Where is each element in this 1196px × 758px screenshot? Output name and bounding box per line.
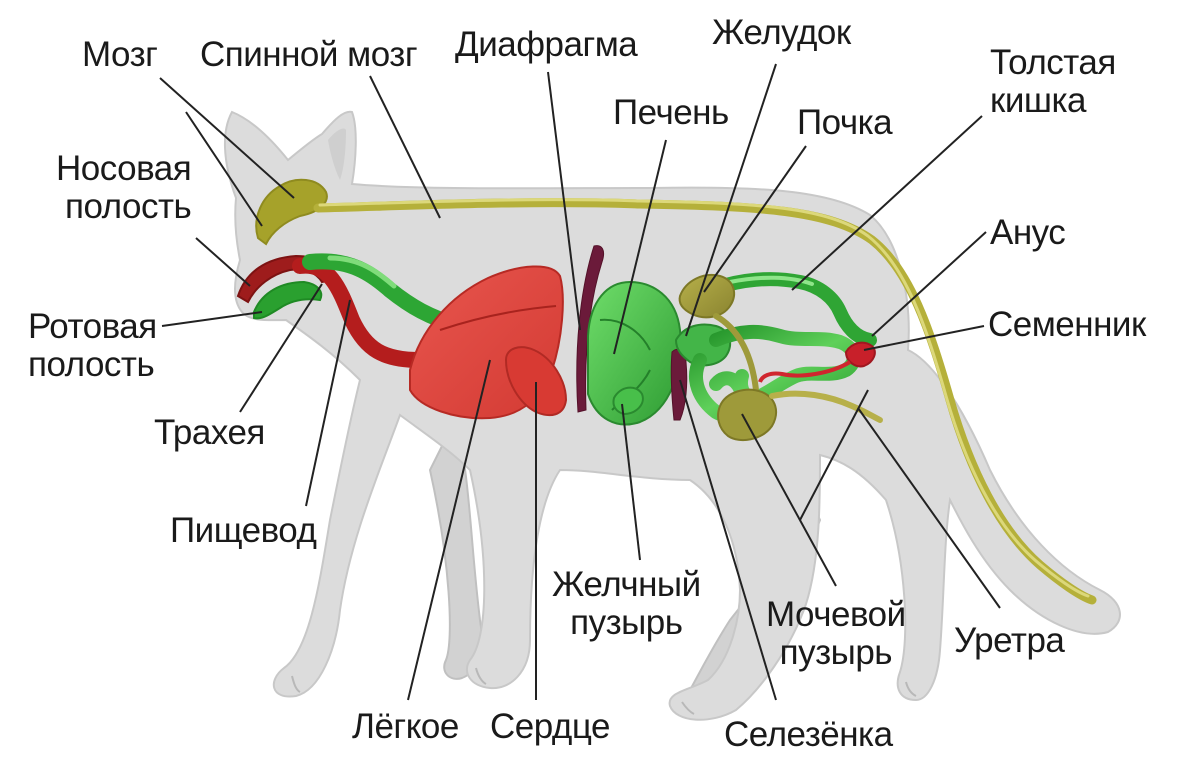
label-large-intestine-line2: кишка bbox=[990, 82, 1116, 120]
label-anus: Анус bbox=[990, 214, 1065, 252]
label-trachea: Трахея bbox=[154, 414, 265, 452]
label-gallbladder: Желчный пузырь bbox=[552, 566, 701, 642]
label-diaphragm: Диафрагма bbox=[455, 26, 637, 64]
label-esophagus: Пищевод bbox=[170, 512, 316, 550]
label-nasal-cavity-line2: полость bbox=[56, 188, 191, 226]
label-bladder: Мочевой пузырь bbox=[766, 596, 906, 672]
leader-oral-cavity bbox=[162, 312, 262, 326]
label-testis: Семенник bbox=[988, 306, 1146, 344]
label-gallbladder-line2: пузырь bbox=[552, 604, 701, 642]
label-bladder-line1: Мочевой bbox=[766, 596, 906, 634]
label-liver: Печень bbox=[613, 94, 729, 132]
label-oral-cavity: Ротовая полость bbox=[28, 308, 157, 384]
label-kidney: Почка bbox=[797, 104, 892, 142]
label-urethra: Уретра bbox=[954, 622, 1064, 660]
label-nasal-cavity: Носовая полость bbox=[56, 150, 191, 226]
label-spleen: Селезёнка bbox=[724, 716, 893, 754]
label-heart: Сердце bbox=[490, 708, 610, 746]
label-brain: Мозг bbox=[82, 36, 157, 74]
label-spinal-cord: Спинной мозг bbox=[200, 36, 417, 74]
label-large-intestine-line1: Толстая bbox=[990, 44, 1116, 82]
label-oral-cavity-line2: полость bbox=[28, 346, 157, 384]
label-stomach: Желудок bbox=[712, 14, 851, 52]
label-bladder-line2: пузырь bbox=[766, 634, 906, 672]
label-gallbladder-line1: Желчный bbox=[552, 566, 701, 604]
label-large-intestine: Толстая кишка bbox=[990, 44, 1116, 120]
label-nasal-cavity-line1: Носовая bbox=[56, 150, 191, 188]
label-oral-cavity-line1: Ротовая bbox=[28, 308, 157, 346]
label-lung: Лёгкое bbox=[352, 708, 459, 746]
